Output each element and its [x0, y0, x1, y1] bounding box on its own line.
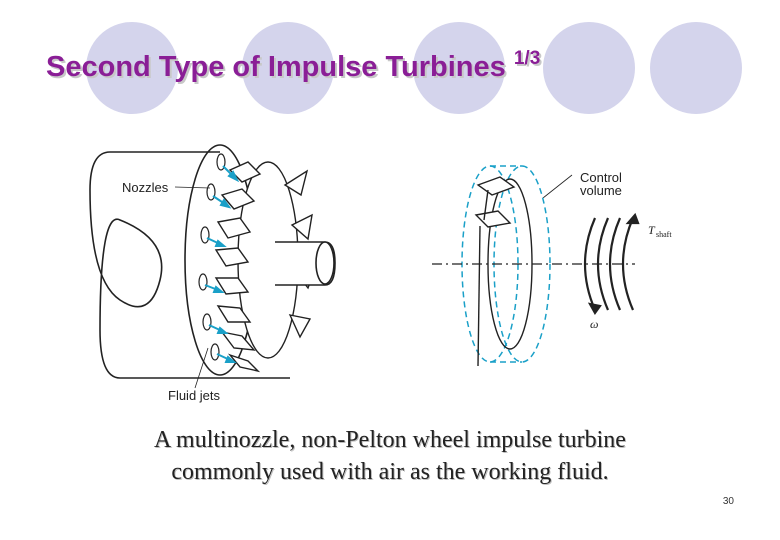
decor-circle-3 — [413, 22, 505, 114]
leader-lines — [174, 174, 573, 389]
decor-circle-1 — [86, 22, 178, 114]
torque-arrows — [583, 212, 640, 316]
control-volume-diagram: Control volume T shaft ω — [432, 165, 672, 367]
slide-title: Second Type of Impulse Turbines 1/3 — [46, 48, 540, 84]
control-volume-label-2: volume — [580, 183, 622, 198]
turbine-figure: Nozzles Fluid jets Control volume T sh — [89, 144, 672, 403]
decor-circle-5 — [650, 22, 742, 114]
slide-number: 30 — [722, 496, 734, 507]
slide-title-fraction: 1/3 — [513, 48, 541, 69]
omega-symbol: ω — [590, 317, 598, 331]
control-volume-label-1: Control — [580, 170, 622, 185]
torque-symbol: T — [648, 223, 656, 237]
caption-line-2: commonly used with air as the working fl… — [171, 459, 609, 485]
decor-circle-4 — [543, 22, 635, 114]
figure-caption: A multinozzle, non-Pelton wheel impulse … — [0, 424, 780, 488]
nozzles-label: Nozzles — [122, 180, 169, 195]
fluid-jets-arrows — [204, 165, 240, 363]
caption-line-1: A multinozzle, non-Pelton wheel impulse … — [154, 427, 626, 453]
decor-circle-2 — [242, 22, 334, 114]
shaft — [275, 241, 336, 286]
torque-subscript: shaft — [656, 230, 672, 239]
cv-wheel — [474, 176, 533, 367]
fluid-jets-label: Fluid jets — [168, 388, 221, 403]
slide-title-text: Second Type of Impulse Turbines — [46, 51, 506, 83]
